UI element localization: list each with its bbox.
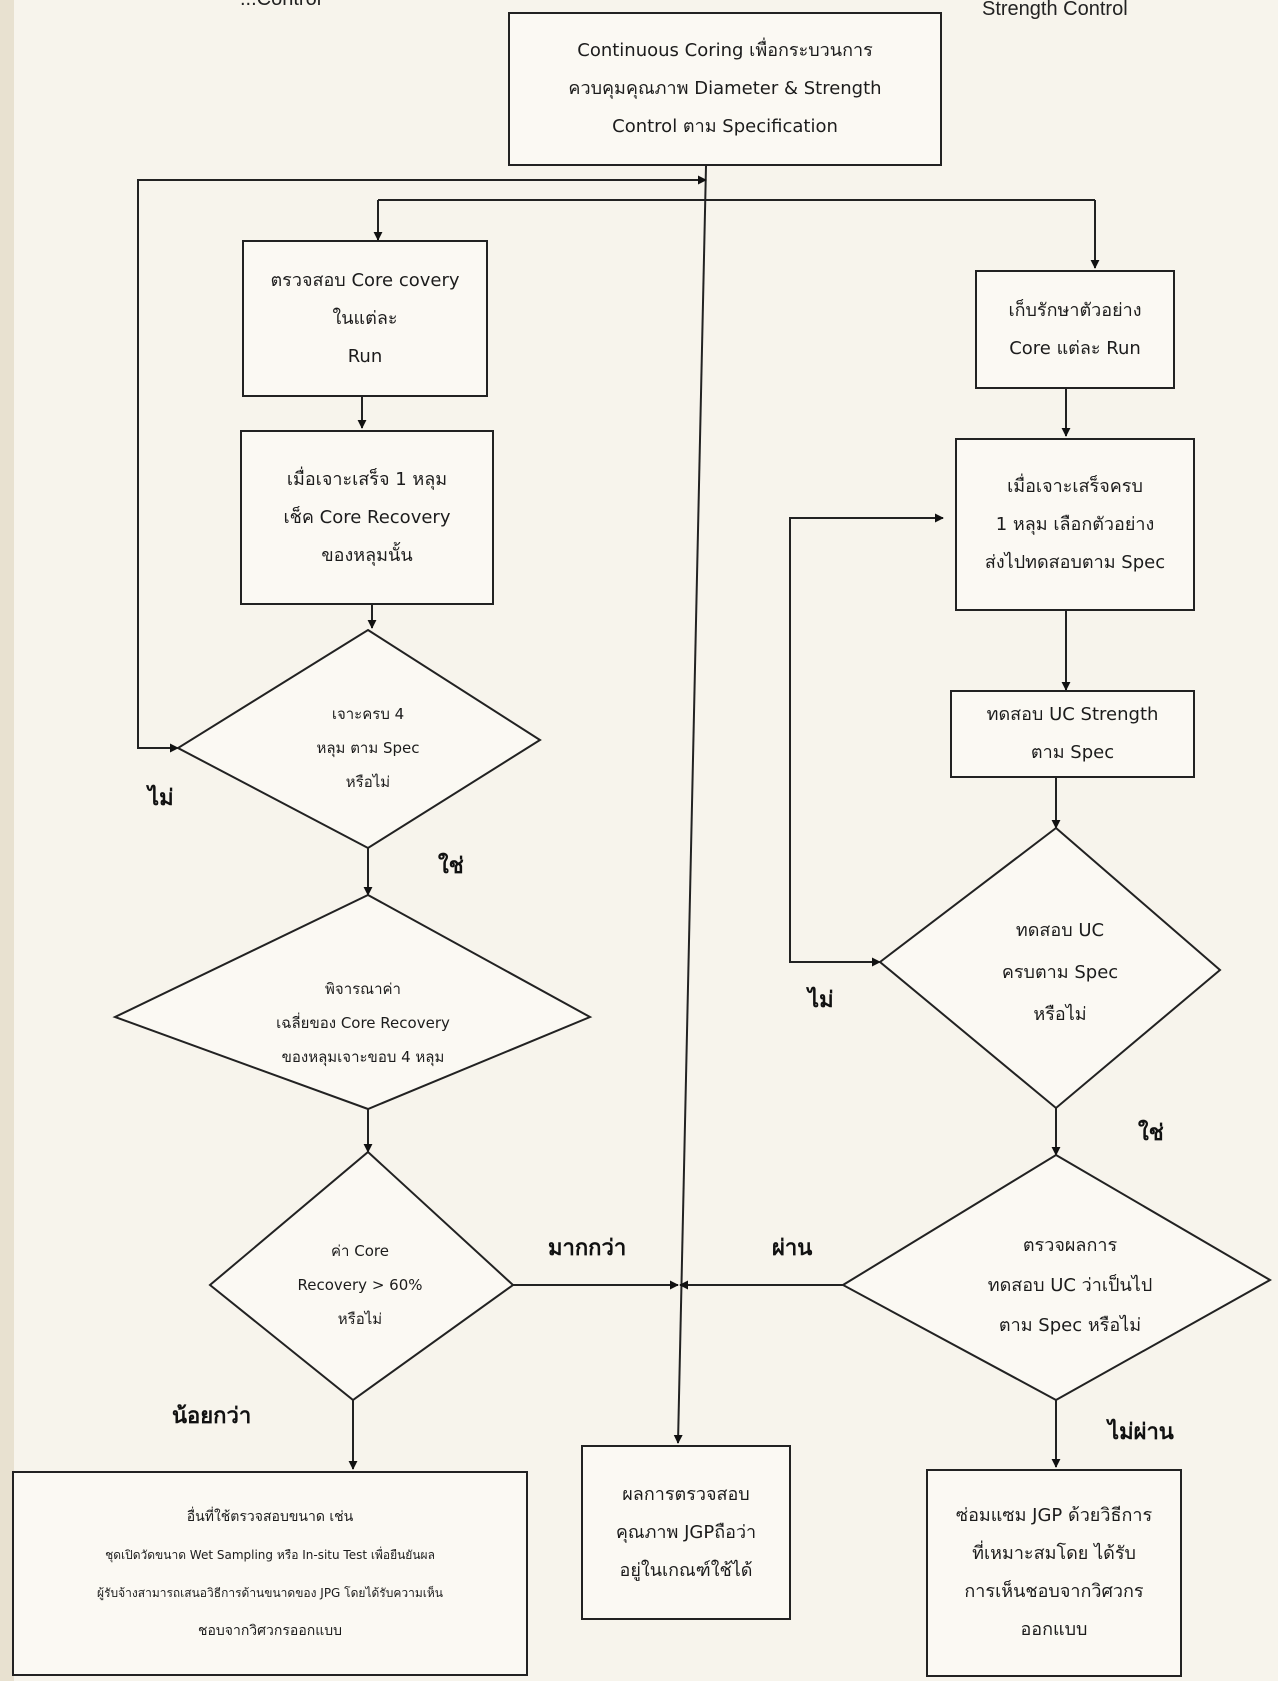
decision-60-line-1: ค่า Core xyxy=(331,1241,389,1260)
other-methods-line-1: อื่นที่ใช้ตรวจสอบขนาด เช่น xyxy=(186,1508,354,1525)
decision-average-line-1: พิจารณาค่า xyxy=(325,979,401,998)
decision-uc-complete-line-3: หรือไม่ xyxy=(1033,1003,1087,1025)
after-drill-left-line-1: เมื่อเจาะเสร็จ 1 หลุม xyxy=(286,468,448,490)
label-more: มากกว่า xyxy=(548,1236,627,1261)
decision-uc-result-text: ตรวจผลการ ทดสอบ UC ว่าเป็นไป ตาม Spec หร… xyxy=(950,1223,1190,1348)
store-sample-line-2: Core แต่ละ Run xyxy=(1009,337,1141,359)
check-core-box: ตรวจสอบ Core covery ในแต่ละ Run xyxy=(242,240,488,397)
store-sample-box: เก็บรักษาตัวอย่าง Core แต่ละ Run xyxy=(975,270,1175,389)
repair-box: ซ่อมแซม JGP ด้วยวิธีการ ที่เหมาะสมโดย ได… xyxy=(926,1469,1182,1677)
repair-line-3: การเห็นชอบจากวิศวกร xyxy=(964,1581,1144,1602)
diamond-60 xyxy=(208,1150,515,1402)
decision-4-holes-text: เจาะครบ 4 หลุม ตาม Spec หรือไม่ xyxy=(248,685,488,810)
result-ok-box: ผลการตรวจสอบ คุณภาพ JGPถือว่า อยู่ในเกณฑ… xyxy=(581,1445,791,1620)
start-line-1: Continuous Coring เพื่อกระบวนการ xyxy=(577,40,873,61)
check-core-line-1: ตรวจสอบ Core covery xyxy=(270,269,460,291)
decision-average-text: พิจารณาค่า เฉลี่ยของ Core Recovery ของหล… xyxy=(228,960,498,1085)
label-no-right: ไม่ xyxy=(808,988,834,1013)
other-methods-line-2: ชุดเปิดวัดขนาด Wet Sampling หรือ In-situ… xyxy=(105,1547,435,1562)
other-methods-line-3: ผู้รับจ้างสามารถเสนอวิธีการด้านขนาดของ J… xyxy=(97,1585,443,1600)
start-line-2: ควบคุมคุณภาพ Diameter & Strength xyxy=(568,78,882,99)
decision-uc-result-line-1: ตรวจผลการ xyxy=(1022,1234,1118,1256)
diamond-average xyxy=(112,893,593,1111)
label-pass: ผ่าน xyxy=(772,1236,813,1261)
decision-uc-complete-line-2: ครบตาม Spec xyxy=(1001,961,1119,983)
decision-4-holes-line-1: เจาะครบ 4 xyxy=(331,704,405,723)
decision-uc-complete-line-1: ทดสอบ UC xyxy=(1015,919,1105,941)
decision-uc-result-line-2: ทดสอบ UC ว่าเป็นไป xyxy=(987,1274,1153,1296)
test-uc-line-2: ตาม Spec xyxy=(1030,742,1115,763)
after-drill-right-line-3: ส่งไปทดสอบตาม Spec xyxy=(984,551,1166,573)
after-drill-left-line-3: ของหลุมนั้น xyxy=(321,544,413,566)
label-fail: ไม่ผ่าน xyxy=(1108,1420,1174,1445)
decision-60-text: ค่า Core Recovery > 60% หรือไม่ xyxy=(270,1222,450,1347)
decision-4-holes-line-2: หลุม ตาม Spec xyxy=(316,738,420,757)
diamond-uc-complete xyxy=(878,826,1222,1110)
test-uc-box: ทดสอบ UC Strength ตาม Spec xyxy=(950,690,1195,778)
check-core-line-2: ในแต่ละ xyxy=(332,307,398,329)
start-box: Continuous Coring เพื่อกระบวนการ ควบคุมค… xyxy=(508,12,942,166)
other-methods-line-4: ชอบจากวิศวกรออกแบบ xyxy=(197,1622,343,1639)
after-drill-left-line-2: เช็ค Core Recovery xyxy=(283,506,451,528)
label-less: น้อยกว่า xyxy=(172,1404,252,1429)
header-left-fragment: ...Control xyxy=(240,0,321,11)
result-ok-line-2: คุณภาพ JGPถือว่า xyxy=(615,1521,757,1543)
label-yes-right: ใช่ xyxy=(1138,1121,1164,1146)
result-ok-line-3: อยู่ในเกณฑ์ใช้ได้ xyxy=(619,1559,753,1581)
decision-average-line-3: ของหลุมเจาะขอบ 4 หลุม xyxy=(281,1047,445,1066)
decision-uc-result-line-3: ตาม Spec หรือไม่ xyxy=(998,1314,1142,1336)
decision-60-line-3: หรือไม่ xyxy=(337,1309,383,1328)
after-drill-right-line-1: เมื่อเจาะเสร็จครบ xyxy=(1007,475,1143,497)
test-uc-line-1: ทดสอบ UC Strength xyxy=(986,704,1159,725)
header-right-fragment: Strength Control xyxy=(982,0,1128,20)
decision-60-line-2: Recovery > 60% xyxy=(297,1275,423,1294)
decision-uc-complete-text: ทดสอบ UC ครบตาม Spec หรือไม่ xyxy=(970,910,1150,1035)
label-no-left: ไม่ xyxy=(148,786,174,811)
repair-line-1: ซ่อมแซม JGP ด้วยวิธีการ xyxy=(955,1505,1153,1526)
decision-average-line-2: เฉลี่ยของ Core Recovery xyxy=(276,1013,450,1032)
other-methods-box: อื่นที่ใช้ตรวจสอบขนาด เช่น ชุดเปิดวัดขนา… xyxy=(12,1471,528,1676)
label-yes-left: ใช่ xyxy=(438,854,464,879)
after-drill-right-line-2: 1 หลุม เลือกตัวอย่าง xyxy=(995,513,1155,535)
repair-line-2: ที่เหมาะสมโดย ได้รับ xyxy=(972,1543,1136,1564)
connector-start-to-result xyxy=(673,165,707,1444)
repair-line-4: ออกแบบ xyxy=(1020,1619,1088,1640)
after-drill-left-box: เมื่อเจาะเสร็จ 1 หลุม เช็ค Core Recovery… xyxy=(240,430,494,605)
diamond-uc-result xyxy=(840,1153,1273,1402)
after-drill-right-box: เมื่อเจาะเสร็จครบ 1 หลุม เลือกตัวอย่าง ส… xyxy=(955,438,1195,611)
store-sample-line-1: เก็บรักษาตัวอย่าง xyxy=(1008,299,1142,321)
result-ok-line-1: ผลการตรวจสอบ xyxy=(622,1483,750,1505)
decision-4-holes-line-3: หรือไม่ xyxy=(345,772,391,791)
page-edge-shading xyxy=(0,0,14,1681)
diamond-4-holes xyxy=(175,628,542,850)
start-line-3: Control ตาม Specification xyxy=(612,116,838,137)
check-core-line-3: Run xyxy=(347,345,383,367)
